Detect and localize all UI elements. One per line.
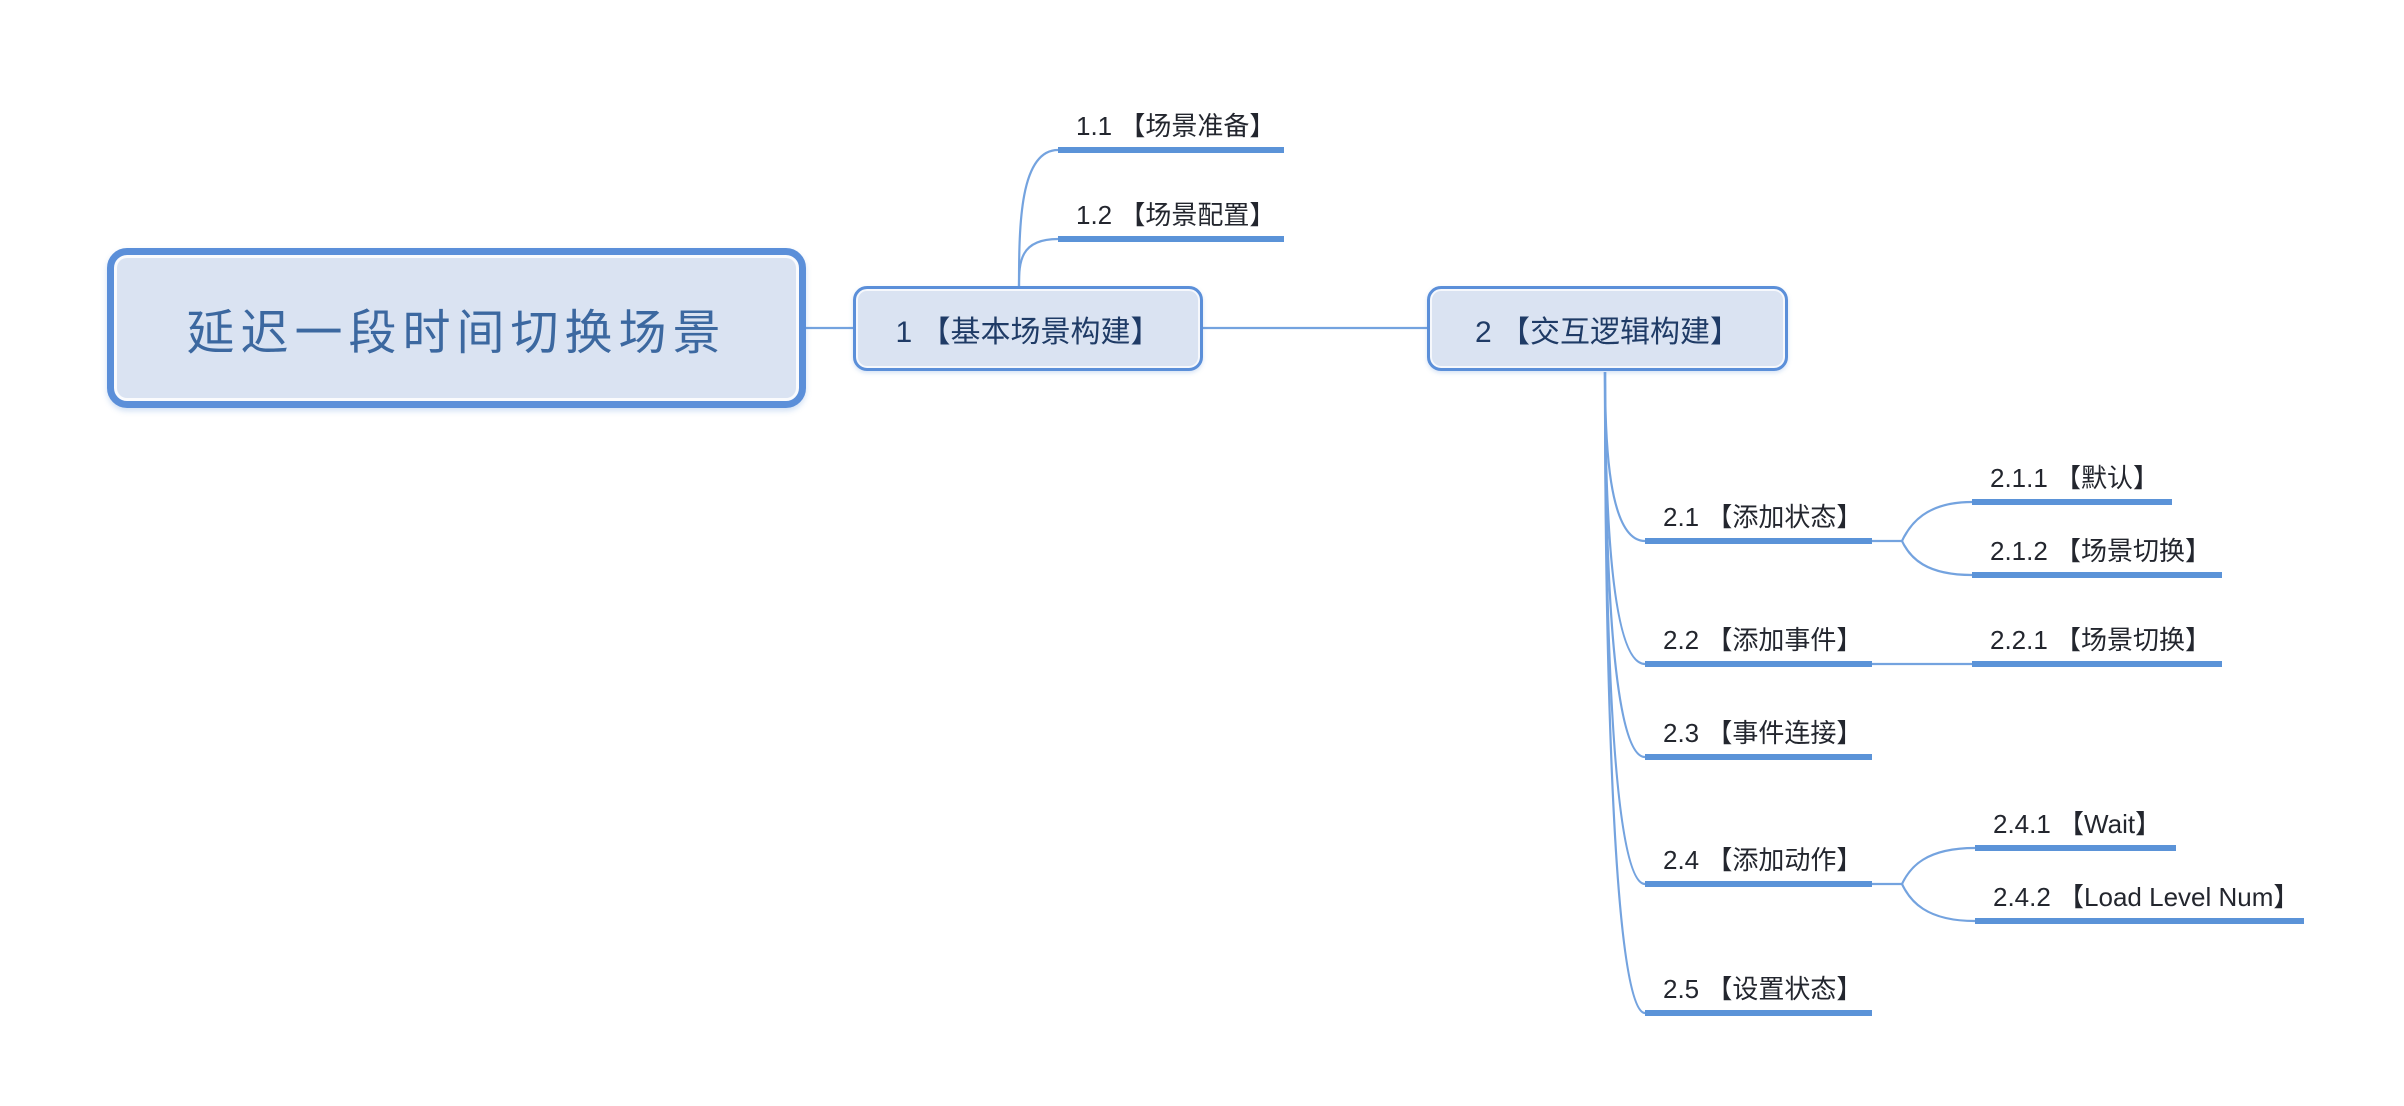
connector-2-1-to-2-1-1 <box>1901 500 1973 542</box>
topic-2-2-1-label: 2.2.1 【场景切换】 <box>1990 625 2212 655</box>
connector-2-1-to-2-1-2 <box>1901 540 1973 577</box>
topic-2-5[interactable]: 2.5 【设置状态】 <box>1645 974 1872 1016</box>
connector-1-to-1-1 <box>1017 148 1059 287</box>
topic-2-1-2-label: 2.1.2 【场景切换】 <box>1990 536 2212 566</box>
topic-1-2-label: 1.2 【场景配置】 <box>1076 200 1276 230</box>
topic-2-1[interactable]: 2.1 【添加状态】 <box>1645 502 1872 544</box>
topic-1-label: 1 【基本场景构建】 <box>895 315 1161 349</box>
topic-2-label: 2 【交互逻辑构建】 <box>1474 315 1741 349</box>
topic-2-3[interactable]: 2.3 【事件连接】 <box>1645 718 1872 760</box>
connector-2-to-2-4 <box>1603 371 1646 886</box>
topic-root[interactable]: 延迟一段时间切换场景 <box>107 248 806 408</box>
topic-root-label: 延迟一段时间切换场景 <box>186 307 727 360</box>
topic-2-1-1[interactable]: 2.1.1 【默认】 <box>1972 463 2172 505</box>
topic-2-4-2-label: 2.4.2 【Load Level Num】 <box>1993 882 2300 912</box>
topic-2-4-1[interactable]: 2.4.1 【Wait】 <box>1975 809 2176 851</box>
topic-2-4-label: 2.4 【添加动作】 <box>1663 845 1863 875</box>
connector-2-4-to-2-4-2 <box>1901 883 1976 923</box>
connector-1-to-1-2 <box>1017 237 1059 287</box>
connector-2-to-2-5 <box>1603 371 1646 1015</box>
topic-2-4[interactable]: 2.4 【添加动作】 <box>1645 845 1872 887</box>
topic-2-1-label: 2.1 【添加状态】 <box>1663 502 1863 532</box>
connector-2-to-2-1 <box>1603 371 1646 543</box>
topic-2-2-label: 2.2 【添加事件】 <box>1663 625 1863 655</box>
topic-2-4-2[interactable]: 2.4.2 【Load Level Num】 <box>1975 882 2304 924</box>
topic-2-1-1-label: 2.1.1 【默认】 <box>1990 463 2160 493</box>
topic-1-1-label: 1.1 【场景准备】 <box>1076 111 1276 141</box>
topic-2-5-label: 2.5 【设置状态】 <box>1663 974 1863 1004</box>
topic-2-4-1-label: 2.4.1 【Wait】 <box>1993 809 2162 839</box>
topic-1-1[interactable]: 1.1 【场景准备】 <box>1058 111 1284 153</box>
topic-2-3-label: 2.3 【事件连接】 <box>1663 718 1863 748</box>
topic-1-2[interactable]: 1.2 【场景配置】 <box>1058 200 1284 242</box>
topic-1[interactable]: 1 【基本场景构建】 <box>853 286 1203 371</box>
topic-2-2[interactable]: 2.2 【添加事件】 <box>1645 625 1872 667</box>
connector-2-4-to-2-4-1 <box>1901 846 1976 885</box>
topic-2[interactable]: 2 【交互逻辑构建】 <box>1427 286 1788 371</box>
topic-2-2-1[interactable]: 2.2.1 【场景切换】 <box>1972 625 2222 667</box>
topic-2-1-2[interactable]: 2.1.2 【场景切换】 <box>1972 536 2222 578</box>
